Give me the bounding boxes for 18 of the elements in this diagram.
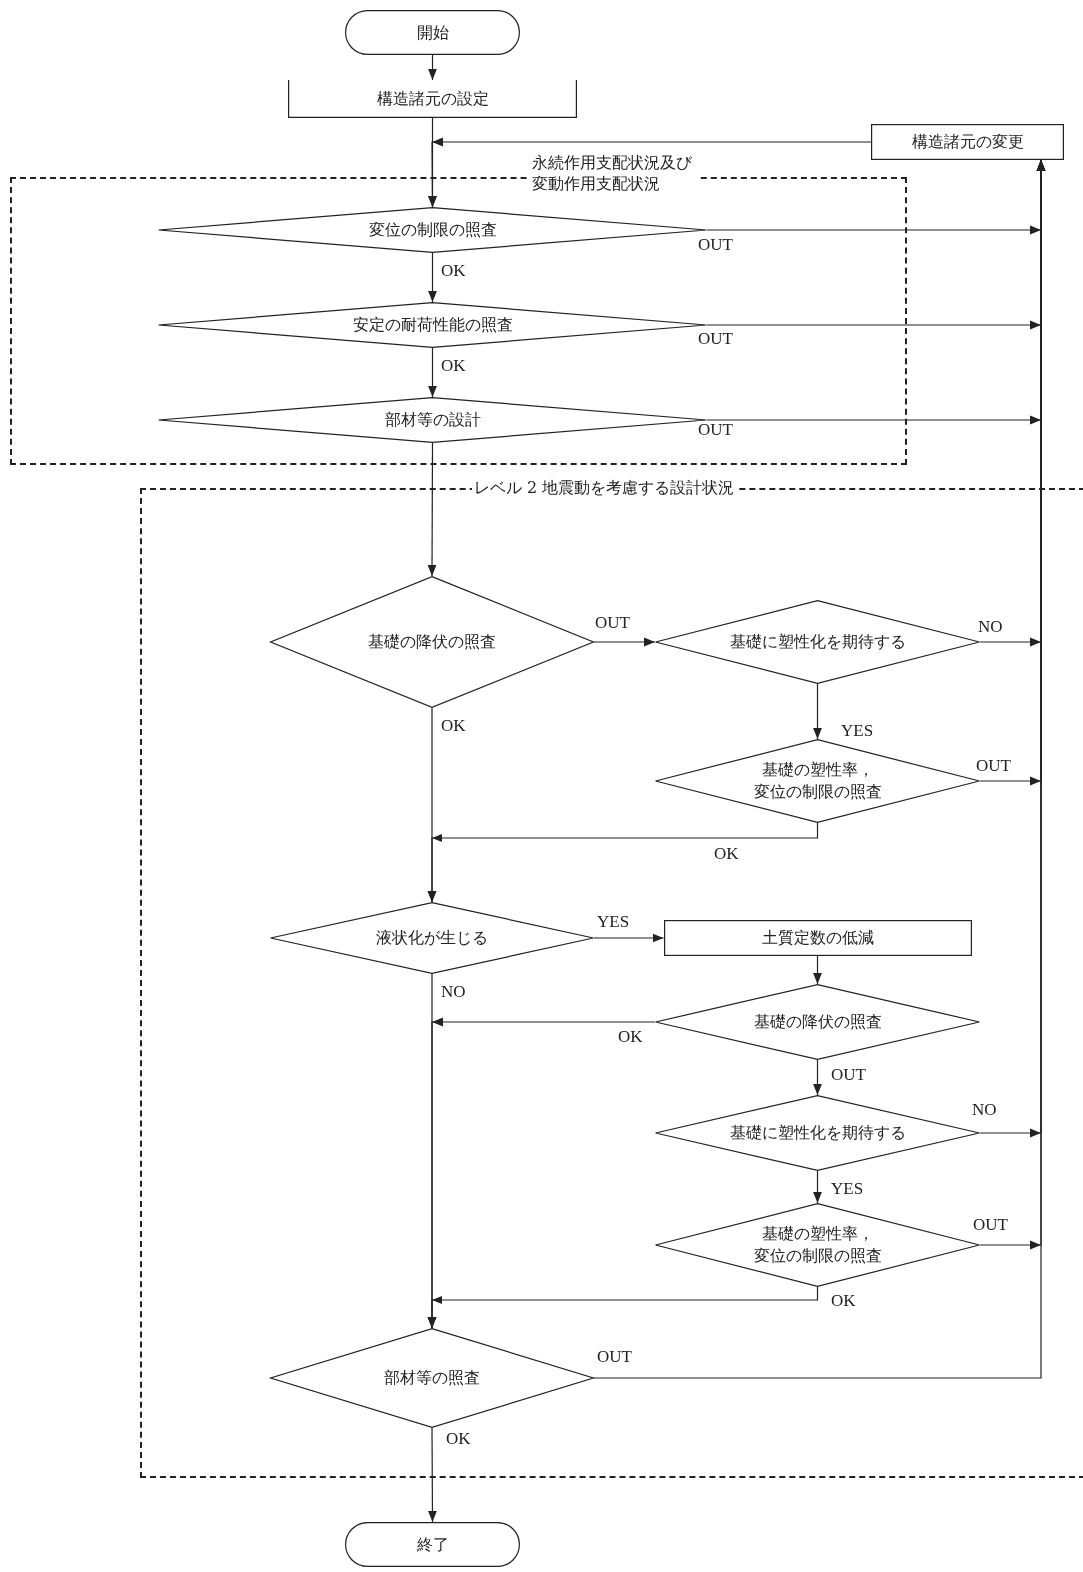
node-label: 土質定数の低減	[761, 927, 874, 949]
node-label: 液状化が生じる	[376, 927, 488, 949]
node-label: 構造諸元の設定	[376, 88, 489, 110]
group-heading: 永続作用支配状況及び変動作用支配状況	[530, 153, 699, 195]
node-label: 部材等の照査	[384, 1367, 480, 1389]
node-label: 基礎の塑性率，変位の制限の照査	[752, 759, 883, 803]
node-label: 基礎の降伏の照査	[753, 1011, 882, 1033]
node-label: 安定の耐荷性能の照査	[352, 314, 513, 336]
node-label: 基礎に塑性化を期待する	[729, 631, 906, 653]
node-label: 終了	[416, 1533, 449, 1556]
node-label: 構造諸元の変更	[911, 131, 1024, 153]
node-label: 部材等の設計	[384, 409, 481, 431]
node-label: 変位の制限の照査	[368, 219, 497, 241]
node-label: 基礎に塑性化を期待する	[729, 1122, 906, 1144]
node-label: 開始	[416, 21, 449, 44]
node-label: 基礎の塑性率，変位の制限の照査	[752, 1223, 883, 1267]
group-heading: レベル 2 地震動を考慮する設計状況	[472, 478, 737, 499]
node-label: 基礎の降伏の照査	[368, 631, 496, 653]
